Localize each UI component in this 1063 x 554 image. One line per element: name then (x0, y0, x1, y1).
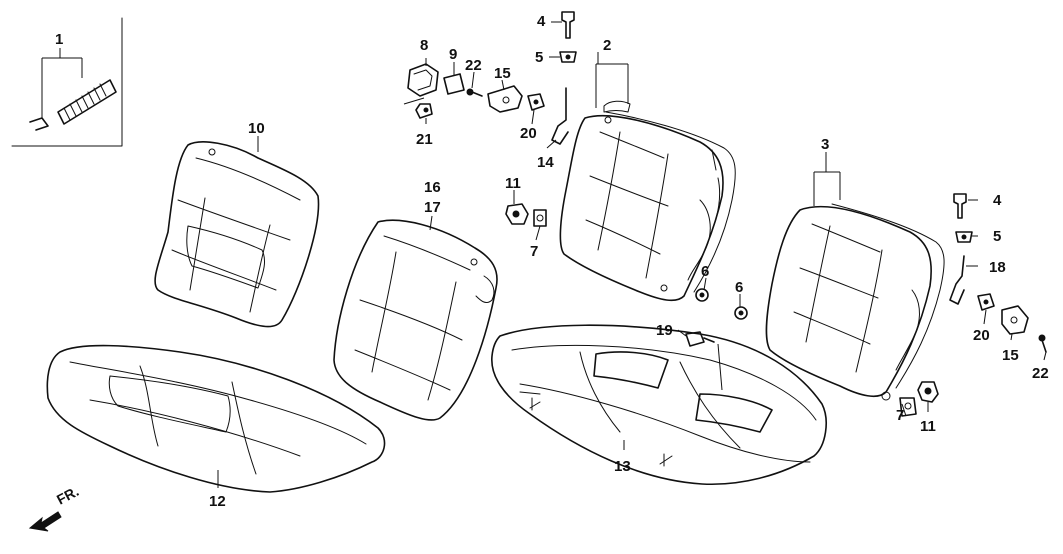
seatback-left (154, 141, 320, 328)
seatback-middle (333, 219, 498, 421)
bushing-11-center (505, 203, 529, 225)
label-part-17: 17 (424, 199, 441, 216)
label-part-22-right: 22 (1032, 365, 1049, 382)
clip-7-right (899, 397, 917, 417)
label-part-22-left: 22 (465, 57, 482, 74)
callout-labels: 1 2 3 4 4 5 5 6 6 7 7 8 9 10 11 11 12 13… (55, 13, 1049, 510)
front-arrow-icon (28, 511, 62, 532)
pad-9 (443, 73, 465, 95)
hook-18 (949, 255, 965, 305)
label-part-7-right: 7 (896, 407, 904, 424)
label-part-11-center: 11 (505, 175, 521, 192)
label-part-3: 3 (821, 136, 829, 153)
label-part-16: 16 (424, 179, 441, 196)
label-part-13: 13 (614, 458, 631, 475)
seatback-center-frame (559, 100, 736, 302)
bolt-4-right (953, 193, 967, 219)
screw-22-right (1038, 334, 1047, 353)
latch-15-right (1001, 305, 1029, 335)
front-direction-indicator: FR. (28, 483, 81, 532)
label-part-15-left: 15 (494, 65, 511, 82)
nut-5-top (559, 51, 577, 63)
seat-cushion-left (46, 344, 386, 493)
label-part-15-right: 15 (1002, 347, 1019, 364)
label-part-10: 10 (248, 120, 265, 137)
bolt-21 (415, 103, 433, 119)
bolt-4-top (561, 11, 575, 39)
label-part-21: 21 (416, 131, 433, 148)
grommet-6-center (695, 288, 709, 302)
screw-22-left (466, 88, 483, 97)
bushing-11-right (917, 381, 939, 403)
label-part-6-right: 6 (735, 279, 743, 296)
bracket-8 (407, 63, 439, 97)
label-part-12: 12 (209, 493, 226, 510)
label-part-2: 2 (603, 37, 611, 54)
leader-lines (217, 21, 1047, 488)
grommet-6-right (734, 306, 748, 320)
bolt-20-right (977, 293, 995, 311)
label-part-5-right: 5 (993, 228, 1001, 245)
label-part-4-top: 4 (537, 13, 546, 30)
label-part-7-center: 7 (530, 243, 538, 260)
latch-15-left (487, 85, 523, 113)
label-part-8: 8 (420, 37, 428, 54)
label-part-11-right: 11 (920, 418, 936, 435)
front-direction-label: FR. (54, 483, 81, 508)
label-part-19: 19 (656, 322, 673, 339)
hook-14 (551, 87, 569, 145)
boot-shape (57, 79, 117, 125)
label-part-20-left: 20 (520, 125, 537, 142)
nut-5-right (955, 231, 973, 243)
clip-shape (29, 117, 49, 131)
label-part-9: 9 (449, 46, 457, 63)
seat-cushion-right (491, 324, 827, 486)
seatback-right-frame (765, 203, 945, 401)
label-part-6-center: 6 (701, 263, 709, 280)
label-part-4-right: 4 (993, 192, 1002, 209)
label-part-14: 14 (537, 154, 554, 171)
inset-box (11, 17, 123, 147)
label-part-1: 1 (55, 31, 63, 48)
clip-7-center (533, 209, 547, 227)
label-part-5-top: 5 (535, 49, 543, 66)
label-part-18: 18 (989, 259, 1006, 276)
label-part-20-right: 20 (973, 327, 990, 344)
bolt-19 (685, 331, 715, 347)
bolt-20-left (527, 93, 545, 111)
